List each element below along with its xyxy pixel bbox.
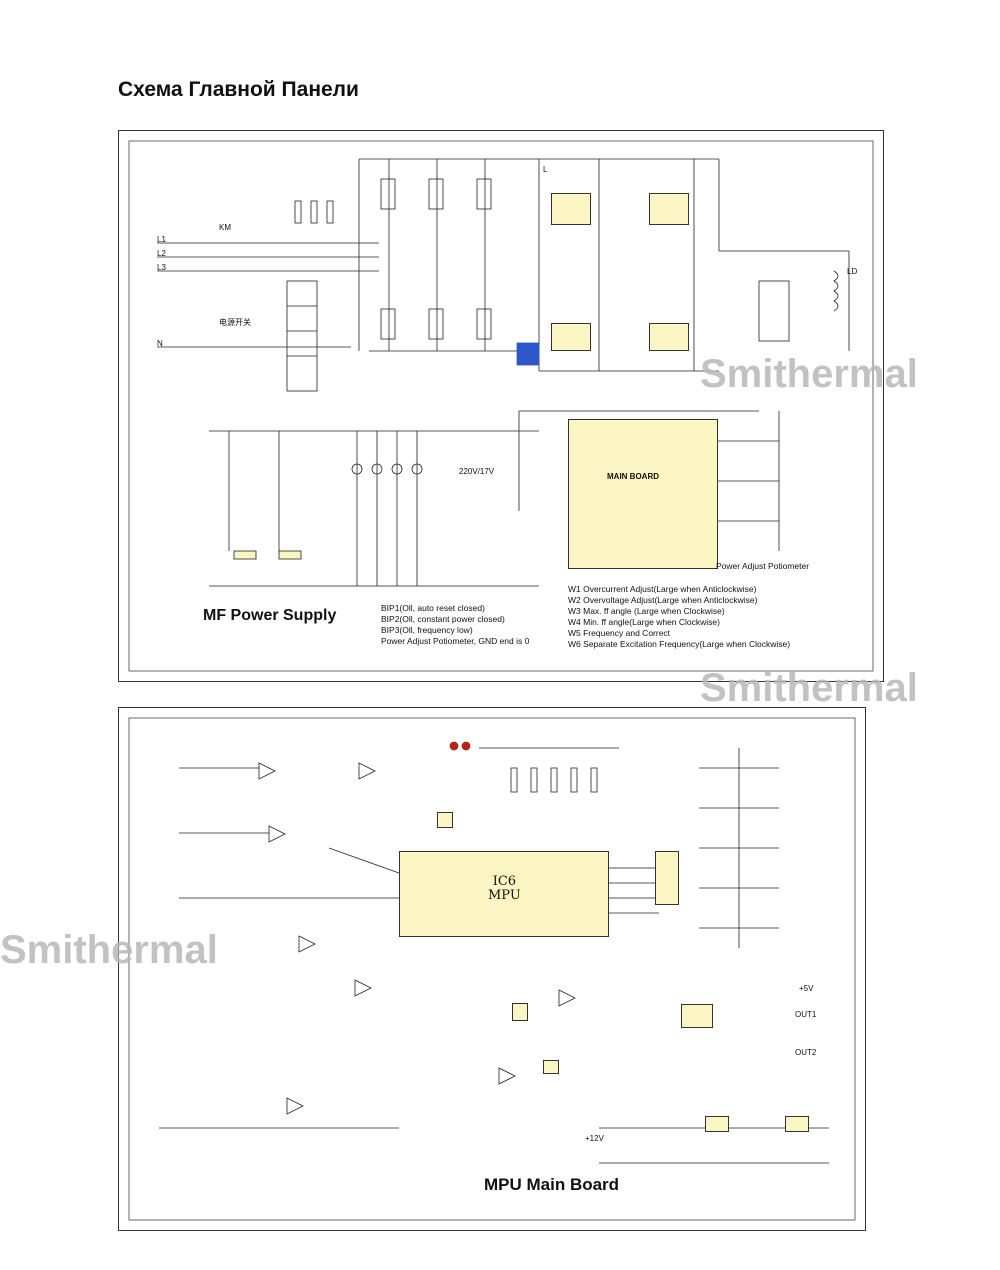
main-board-label: MAIN BOARD: [607, 472, 659, 481]
page-title: Схема Главной Панели: [118, 78, 359, 101]
current-transformers: [286, 280, 318, 392]
chip-output-driver: [681, 1004, 713, 1028]
regulator-2: [785, 1116, 809, 1132]
note-line: W4 Min. ff angle(Large when Clockwise): [568, 617, 720, 627]
scr-drive-block: [649, 323, 689, 351]
label-ld: LD: [847, 267, 858, 276]
watermark: Smithermal: [700, 666, 918, 710]
label-out2: OUT2: [795, 1048, 817, 1057]
regulator-1: [705, 1116, 729, 1132]
mf-power-supply-schematic: KM L L1 L2 L3 N 电源开关 220V/17V LD MAIN BO…: [118, 130, 884, 682]
label-l2: L2: [157, 249, 166, 258]
label-12v: +12V: [585, 1134, 604, 1143]
thyristor-bridge: [369, 159, 539, 352]
note-line: BIP1(Oll, auto reset closed): [381, 603, 485, 613]
chip-ic5: [655, 851, 679, 905]
label-n: N: [157, 339, 163, 348]
mpu-main-board-heading: MPU Main Board: [484, 1175, 620, 1194]
note-line: BIP2(Oll, constant power closed): [381, 614, 505, 624]
mpu-wiring: [128, 717, 856, 1221]
w-adjust-notes: W1 Overcurrent Adjust(Large when Anticlo…: [568, 584, 790, 650]
scr-drive-block: [551, 193, 591, 225]
label-l: L: [543, 165, 548, 174]
chip-small: [512, 1003, 528, 1021]
scr-drive-block: [649, 193, 689, 225]
ic6-line1: IC6: [492, 874, 517, 889]
note-line: W5 Frequency and Correct: [568, 628, 671, 638]
label-5v: +5V: [799, 984, 814, 993]
label-km: KM: [219, 223, 231, 232]
main-board: MAIN BOARD: [568, 419, 718, 569]
watermark: Smithermal: [700, 352, 918, 396]
note-line: W6 Separate Excitation Frequency(Large w…: [568, 639, 791, 649]
scr-drive-block: [551, 323, 591, 351]
mf-power-supply-heading: MF Power Supply: [203, 607, 337, 624]
ic6-mpu-chip: IC6 MPU: [399, 851, 609, 937]
label-out1: OUT1: [795, 1010, 817, 1019]
ic6-label: IC6 MPU: [488, 875, 521, 903]
note-line: W2 Overvoltage Adjust(Large when Anticlo…: [568, 595, 758, 605]
mf-power-wiring: [128, 140, 874, 672]
note-line: W1 Overcurrent Adjust(Large when Anticlo…: [568, 584, 757, 594]
chip-small: [543, 1060, 559, 1074]
label-transformer: 220V/17V: [459, 467, 495, 476]
label-l1: L1: [157, 235, 166, 244]
mpu-main-board-schematic: IC6 MPU OUT1 OUT2 +5V +12V MPU Main Boar…: [118, 707, 866, 1231]
note-line: W3 Max. ff angle (Large when Clockwise): [568, 606, 725, 616]
label-l3: L3: [157, 263, 166, 272]
note-line: BIP3(Oll, frequency low): [381, 625, 473, 635]
potentiometer-label: Power Adjust Potiometer: [716, 561, 810, 571]
chip-small: [437, 812, 453, 828]
watermark: Smithermal: [0, 928, 218, 972]
ic6-line2: MPU: [488, 888, 521, 903]
bip-notes: BIP1(Oll, auto reset closed) BIP2(Oll, c…: [381, 603, 529, 647]
note-line: Power Adjust Potiometer, GND end is 0: [381, 636, 530, 646]
label-power-switch: 电源开关: [219, 318, 251, 327]
